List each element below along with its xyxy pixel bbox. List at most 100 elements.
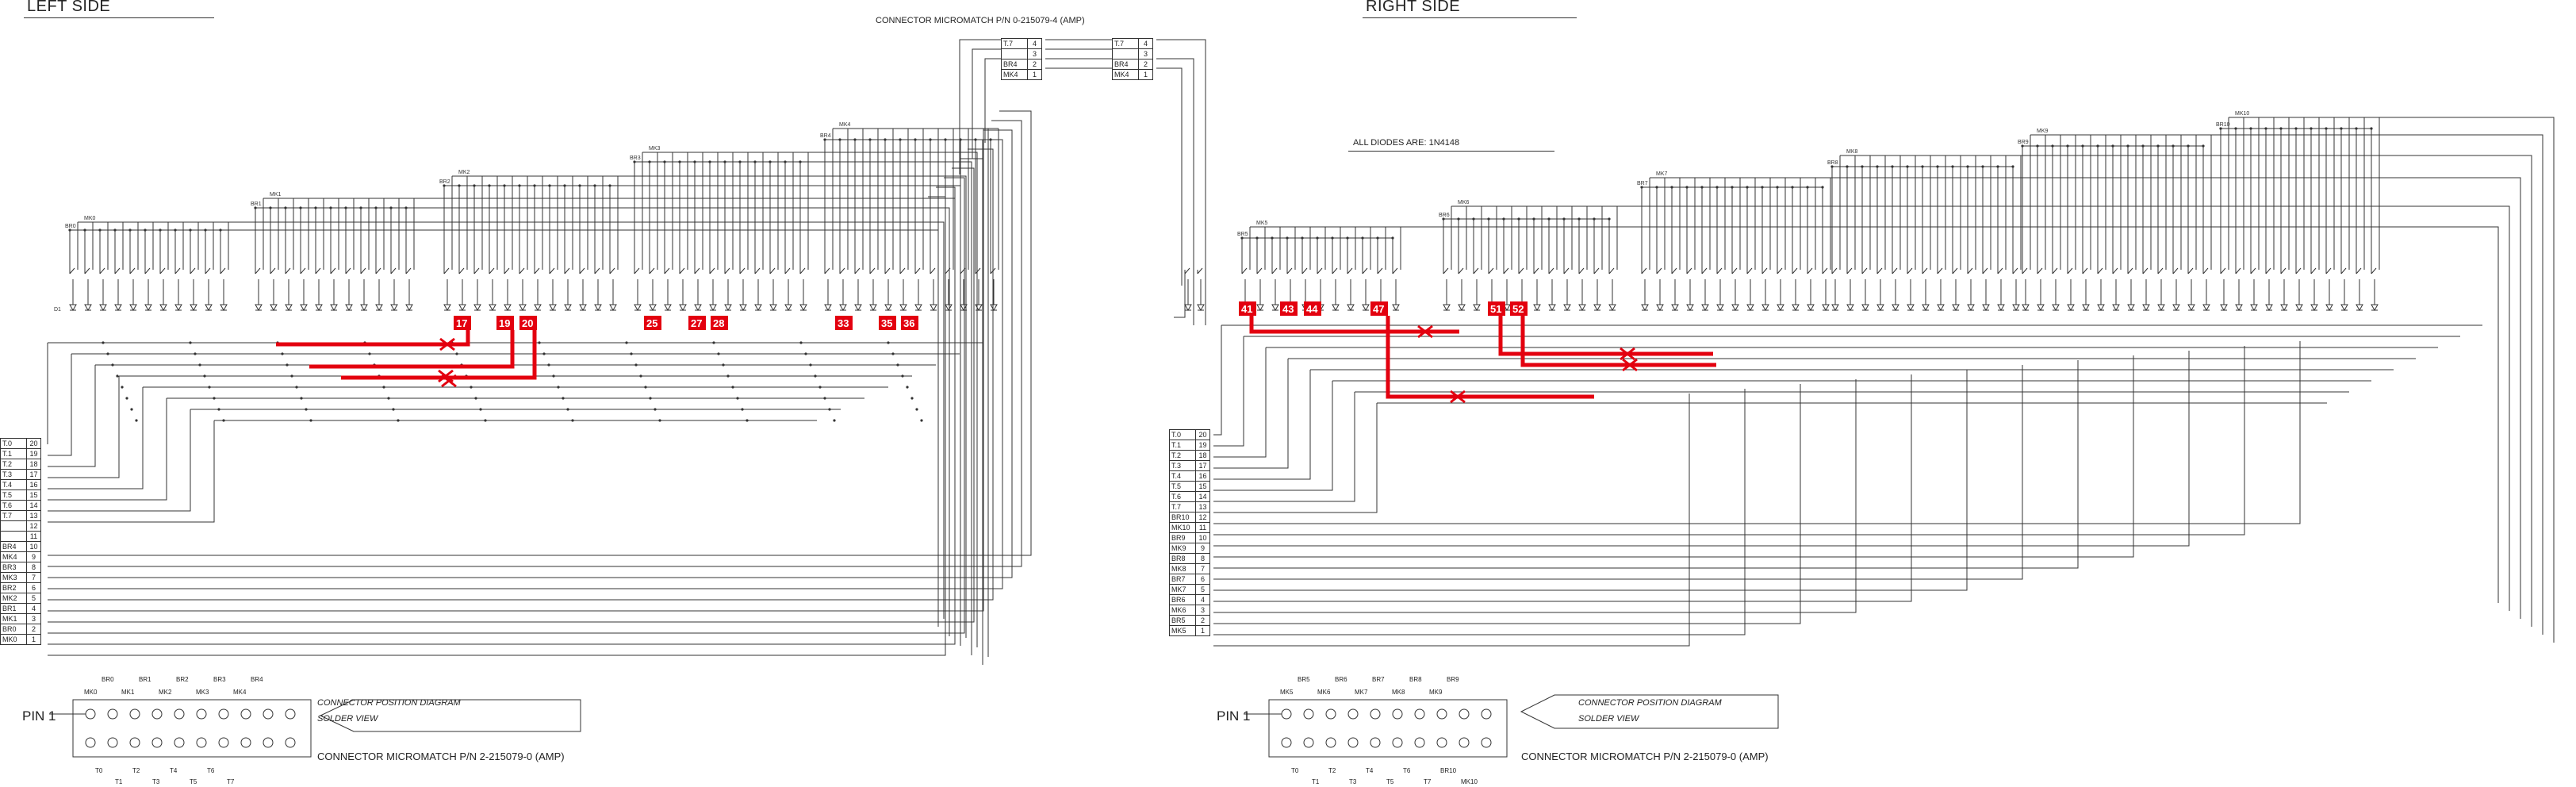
pin-number: 15 [1195, 481, 1210, 492]
diode-symbol [345, 304, 353, 312]
connector-pin-label: T2 [1328, 767, 1336, 774]
key-marker-label: 17 [456, 317, 467, 329]
pin-label: MK5 [1169, 625, 1196, 636]
wire [1213, 370, 1311, 480]
junction-dot [443, 184, 446, 187]
diode-symbol [2157, 304, 2165, 312]
switch-contact [609, 267, 615, 274]
pin-number: 4 [1195, 594, 1210, 605]
switch-contact [1362, 267, 1368, 274]
switch-contact [1892, 267, 1898, 274]
wire [1213, 392, 1355, 502]
junction-dot [884, 138, 887, 141]
switch-contact [769, 267, 776, 274]
pin-label: T.6 [1169, 491, 1196, 502]
switch-contact [1533, 267, 1539, 274]
junction-dot [736, 397, 739, 400]
switch-contact [1822, 267, 1828, 274]
diode-symbol [1458, 304, 1466, 312]
diode-symbol [190, 304, 197, 312]
cut-mark [1450, 390, 1466, 404]
pin-label: MK4 [0, 551, 27, 562]
pin-number: 1 [1138, 69, 1153, 80]
wire [220, 229, 939, 627]
diode-symbol [679, 304, 687, 312]
key-marker [454, 316, 471, 330]
connector-pin-label: T1 [1312, 778, 1320, 785]
key-marker [688, 316, 706, 330]
diode-symbol [1578, 304, 1586, 312]
junction-dot [547, 363, 550, 367]
junction-dot [2096, 144, 2099, 148]
key-marker [519, 316, 537, 330]
pin-number: 8 [26, 562, 41, 573]
wire [1213, 384, 1801, 624]
switch-contact [2127, 267, 2133, 274]
diode-symbol [1362, 304, 1370, 312]
junction-dot [1271, 236, 1274, 240]
junction-dot [833, 419, 836, 422]
diode-symbol [960, 304, 968, 312]
pin-label: MK10 [1169, 522, 1196, 533]
junction-dot [1966, 165, 1969, 168]
wire [1617, 205, 2510, 611]
junction-dot [2370, 127, 2373, 130]
pin-label: T.7 [0, 510, 27, 521]
switch-contact [534, 267, 540, 274]
diode-symbol [1876, 304, 1884, 312]
connector-pin-label: T3 [1349, 778, 1357, 785]
junction-dot [1240, 236, 1244, 240]
junction-dot [1532, 217, 1535, 221]
right-diagram-label-2: SOLDER VIEW [1578, 714, 1639, 724]
key-marker [901, 316, 918, 330]
junction-dot [1376, 236, 1379, 240]
pin-row: 12 [0, 520, 41, 532]
pin-label: BR2 [0, 582, 27, 593]
connector-pin-label: BR1 [139, 676, 151, 683]
wire [1174, 270, 1186, 318]
pin-number: 17 [1195, 460, 1210, 471]
connector-pin-label: T0 [1291, 767, 1299, 774]
junction-dot [189, 341, 192, 344]
switch-contact [205, 267, 211, 274]
junction-dot [557, 386, 560, 389]
br-group-label: BR7 [1637, 181, 1648, 186]
pin-label: BR10 [1169, 512, 1196, 523]
junction-dot [474, 397, 477, 400]
right-diagram-label-1: CONNECTOR POSITION DIAGRAM [1578, 698, 1722, 708]
connector-pin-hole [1436, 737, 1447, 748]
right-connector-body [1268, 699, 1508, 758]
switch-contact [255, 267, 261, 274]
diode-symbol [824, 304, 832, 312]
wire [808, 152, 978, 647]
connector-pin-hole [1414, 708, 1425, 720]
switch-contact [1563, 267, 1570, 274]
switch-contact [1317, 267, 1323, 274]
switch-contact [679, 267, 685, 274]
diode-symbol [649, 304, 657, 312]
connector-pin-label: T7 [227, 778, 235, 785]
pin-number: 2 [1138, 59, 1153, 70]
junction-dot [566, 408, 569, 411]
switch-contact [564, 267, 570, 274]
switch-contact [1761, 267, 1768, 274]
junction-dot [708, 160, 711, 163]
connector-pin-hole [263, 708, 274, 720]
key-marker-label: 28 [713, 317, 724, 329]
diode-symbol [443, 304, 451, 312]
pin-label: MK6 [1169, 605, 1196, 616]
diode-symbol [220, 304, 228, 312]
diode-symbol [84, 304, 92, 312]
switch-contact [2097, 267, 2103, 274]
pin-number: 7 [26, 572, 41, 583]
junction-dot [838, 138, 841, 141]
diode-symbol [839, 304, 847, 312]
connector-pin-hole [196, 737, 207, 748]
diode-symbol [519, 304, 527, 312]
key-marker-label: 35 [881, 317, 892, 329]
